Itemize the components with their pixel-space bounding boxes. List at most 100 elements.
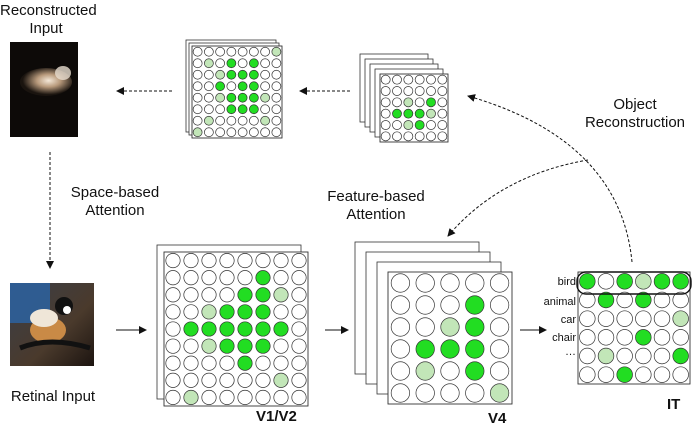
v4-small-neuron [426, 74, 436, 85]
recon-small-neuron [215, 81, 225, 92]
v4-small-neuron [403, 108, 414, 119]
v4-small-neuron [403, 120, 414, 130]
feature-attention-label-line1: Feature-based [327, 188, 425, 205]
v1v2-neuron [273, 270, 289, 286]
recon-small-neuron [237, 104, 248, 115]
v1v2-neuron [219, 355, 235, 371]
it-neuron [616, 291, 633, 309]
reconstructed-input-label-line1: Reconstructed [0, 2, 97, 19]
recon-small-neuron [237, 92, 248, 103]
v1v2-neuron [255, 304, 271, 320]
it-neuron [672, 347, 689, 365]
v4-small-neuron [392, 131, 402, 142]
v1v2-neuron [165, 304, 181, 320]
it-row-label-car: car [560, 314, 576, 326]
recon-small-neuron [271, 115, 282, 126]
v1v2-neuron [183, 372, 199, 388]
it-row-label-chair: chair [552, 332, 576, 344]
v1v2-neuron [183, 321, 199, 337]
v4-small-neuron [426, 108, 436, 119]
recon-small-neuron [204, 115, 214, 126]
recon-small-neuron [260, 81, 270, 92]
v1v2-neuron [219, 287, 235, 303]
v4-small-neuron [392, 97, 402, 108]
v4-neuron [465, 383, 485, 403]
v4-neuron [390, 339, 410, 359]
v1v2-neuron [183, 389, 199, 405]
v1v2-neuron [183, 304, 199, 320]
v1v2-neuron [255, 372, 271, 388]
recon-small-neuron [271, 81, 282, 92]
arrow-feature-attention [447, 159, 589, 237]
v1v2-neuron [219, 253, 235, 269]
v4-neuron [415, 361, 435, 381]
recon-small-neuron [249, 58, 259, 69]
v1v2-neuron [183, 253, 199, 269]
it-neuron [597, 366, 615, 383]
v4-neuron [490, 317, 510, 337]
it-neuron [635, 347, 652, 365]
recon-small-neuron [192, 127, 203, 138]
recon-small-neuron [271, 69, 282, 80]
v1v2-neuron [201, 355, 217, 371]
v4-small-neuron [414, 86, 425, 96]
recon-small-neuron [226, 46, 237, 57]
it-neuron [653, 366, 671, 383]
v1v2-neuron [201, 287, 217, 303]
v4-small-neuron [392, 86, 402, 96]
recon-small-neuron [215, 127, 225, 138]
v1v2-neuron [273, 372, 289, 388]
recon-small-neuron [226, 115, 237, 126]
feature-attention-label: Feature-based Attention [318, 188, 434, 224]
recon-small-neuron [204, 81, 214, 92]
v4-neuron [415, 383, 435, 403]
v4-neuron [490, 339, 510, 359]
it-neuron [653, 310, 671, 327]
v1v2-neuron [255, 253, 271, 269]
v4-small-neuron [392, 74, 402, 85]
v4-neuron [490, 361, 510, 381]
v1v2-neuron [219, 321, 235, 337]
it-neuron [672, 310, 689, 327]
it-neuron [579, 347, 596, 365]
v4-small-neuron [403, 74, 414, 85]
recon-small-neuron [192, 81, 203, 92]
v1v2-neuron [255, 287, 271, 303]
v4-small-neuron [437, 120, 448, 130]
it-neuron [616, 310, 633, 327]
v1v2-neuron [165, 355, 181, 371]
v1v2-neuron [291, 338, 307, 354]
v4-neuron [390, 361, 410, 381]
v4-small-neuron [380, 86, 391, 96]
it-neuron [579, 366, 596, 383]
recon-small-neuron [249, 81, 259, 92]
recon-small-neuron [237, 69, 248, 80]
it-neuron [579, 291, 596, 309]
v4-small-neuron [380, 108, 391, 119]
v1v2-neuron [255, 321, 271, 337]
recon-small-neuron [271, 127, 282, 138]
v4-neuron [490, 383, 510, 403]
v4-neuron [390, 383, 410, 403]
it-neuron [635, 329, 652, 346]
recon-small-neuron [237, 81, 248, 92]
it-neuron [579, 310, 596, 327]
recon-small-neuron [260, 58, 270, 69]
it-neuron [653, 291, 671, 309]
v1v2-neuron [291, 270, 307, 286]
it-neuron [597, 347, 615, 365]
v4-neuron [490, 295, 510, 315]
recon-small-neuron [271, 58, 282, 69]
v4-neuron [415, 317, 435, 337]
it-neuron [616, 366, 633, 383]
recon-small-neuron [226, 69, 237, 80]
reconstructed-input-label-line2: Input [29, 20, 63, 37]
recon-small-neuron [237, 58, 248, 69]
v1v2-neuron [237, 304, 253, 320]
v1v2-label: V1/V2 [256, 408, 297, 425]
v4-small-neuron [414, 120, 425, 130]
v1v2-neuron [291, 355, 307, 371]
v1v2-neuron [201, 372, 217, 388]
v1v2-neuron [183, 270, 199, 286]
v4-small-neuron [414, 108, 425, 119]
